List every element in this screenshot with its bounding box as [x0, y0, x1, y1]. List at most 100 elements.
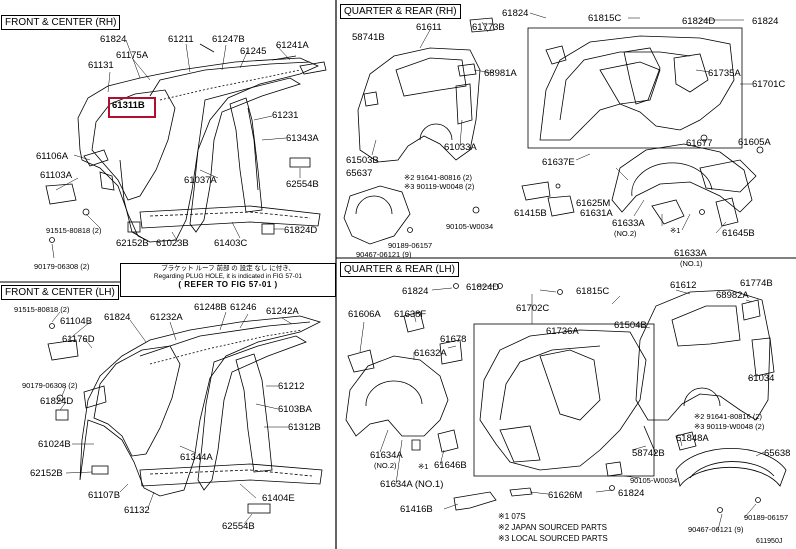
part-label[interactable]: 61503B [346, 155, 379, 166]
part-label[interactable]: 61824D [682, 16, 716, 27]
part-label[interactable]: 62152B [30, 468, 63, 479]
part-label[interactable]: 62152B [116, 238, 149, 249]
part-label[interactable]: 61605A [738, 137, 771, 148]
part-label[interactable]: 58742B [632, 448, 665, 459]
part-label[interactable]: 61131 [88, 60, 114, 71]
part-label[interactable]: 61242A [266, 306, 299, 317]
part-label[interactable]: 90467-06121 (9) [688, 525, 744, 534]
part-label[interactable]: 90179-06308 (2) [22, 381, 78, 390]
part-label[interactable]: 61404E [262, 493, 295, 504]
part-label[interactable]: 61606A [348, 309, 381, 320]
part-label[interactable]: 91515-80818 (2) [14, 305, 70, 314]
part-label[interactable]: 61415B [514, 208, 547, 219]
highlighted-part-label[interactable]: 61311B [112, 100, 145, 111]
part-label[interactable]: 61824 [618, 488, 645, 499]
note-reference[interactable]: ( REFER TO FIG 57-01 ) [178, 280, 278, 289]
part-label[interactable]: 61232A [150, 312, 183, 323]
part-label[interactable]: ※2 91641-80816 (2) [694, 412, 762, 421]
part-label[interactable]: 61735A [708, 68, 741, 79]
part-label[interactable]: 61824D [466, 282, 500, 293]
part-label[interactable]: 61034 [748, 373, 775, 384]
part-label[interactable]: 61824 [104, 312, 131, 323]
part-label[interactable]: 61646B [434, 460, 467, 471]
part-label[interactable]: ※3 90119-W0048 (2) [694, 422, 765, 431]
part-label[interactable]: 61633A [674, 248, 707, 259]
part-label[interactable]: 61504B [614, 320, 647, 331]
part-label[interactable]: 61248B [194, 302, 227, 313]
part-label[interactable]: 62554B [222, 521, 255, 532]
part-label[interactable]: 61637E [542, 157, 575, 168]
part-label[interactable]: 61638F [394, 309, 427, 320]
part-label[interactable]: (NO.2) [614, 229, 637, 238]
part-label[interactable]: 61824 [502, 8, 529, 19]
part-label[interactable]: 61815C [588, 13, 622, 24]
part-label[interactable]: 61312B [288, 422, 321, 433]
part-label[interactable]: 61231 [272, 110, 299, 121]
part-label[interactable]: 61702C [516, 303, 550, 314]
part-label[interactable]: 90189-06157 [388, 241, 433, 250]
part-label[interactable]: 61107B [88, 490, 121, 501]
part-label[interactable]: 61037A [184, 175, 217, 186]
part-label[interactable]: 90105-W0034 [630, 476, 678, 485]
part-label[interactable]: 61103A [40, 170, 73, 181]
part-label[interactable]: 61701C [752, 79, 786, 90]
part-label[interactable]: 61023B [156, 238, 189, 249]
part-label[interactable]: 61033A [444, 142, 477, 153]
part-label[interactable]: ※3 90119-W0048 (2) [404, 182, 475, 191]
part-label[interactable]: 61634A (NO.1) [380, 479, 444, 490]
part-label[interactable]: 61815C [576, 286, 610, 297]
part-label[interactable]: 61824D [284, 225, 318, 236]
part-label[interactable]: 61212 [278, 381, 305, 392]
part-label[interactable]: 61824 [752, 16, 779, 27]
part-label[interactable]: 61773B [472, 22, 505, 33]
part-label[interactable]: 61176D [62, 334, 95, 345]
part-label[interactable]: (NO.1) [680, 259, 703, 268]
part-label[interactable]: 61344A [180, 452, 213, 463]
part-label[interactable]: 61241A [276, 40, 309, 51]
part-label[interactable]: 61824 [402, 286, 429, 297]
part-label[interactable]: 90189-06157 [744, 513, 789, 522]
part-label[interactable]: 90179-06308 (2) [34, 262, 90, 271]
part-label[interactable]: 6103BA [278, 404, 312, 415]
part-label[interactable]: ※1 [418, 462, 429, 471]
part-label[interactable]: 61611 [416, 22, 442, 33]
part-label[interactable]: 61774B [740, 278, 773, 289]
part-label[interactable]: 61633A [612, 218, 645, 229]
part-label[interactable]: 61848A [676, 433, 709, 444]
part-label[interactable]: 61403C [214, 238, 248, 249]
part-label[interactable]: 91515-80818 (2) [46, 226, 102, 235]
part-label[interactable]: 61612 [670, 280, 697, 291]
part-label[interactable]: 61824 [100, 34, 127, 45]
part-label[interactable]: 61211 [168, 34, 194, 45]
part-label[interactable]: 61634A [370, 450, 403, 461]
part-label[interactable]: 68981A [484, 68, 517, 79]
part-label[interactable]: ※1 [670, 226, 681, 235]
part-label[interactable]: 90467-06121 (9) [356, 250, 412, 259]
part-label[interactable]: 90105-W0034 [446, 222, 494, 231]
part-label[interactable]: 61104B [60, 316, 93, 327]
part-label[interactable]: (NO.2) [374, 461, 397, 470]
part-label[interactable]: 61245 [240, 46, 267, 57]
part-label[interactable]: 65638 [764, 448, 791, 459]
part-label[interactable]: 61626M [548, 490, 583, 501]
part-label[interactable]: 61024B [38, 439, 71, 450]
part-label[interactable]: 61106A [36, 151, 69, 162]
part-label[interactable]: 61677 [686, 138, 713, 149]
part-label[interactable]: 68982A [716, 290, 749, 301]
part-label[interactable]: 61824D [40, 396, 74, 407]
part-label[interactable]: 61416B [400, 504, 433, 515]
part-label[interactable]: 61175A [116, 50, 149, 61]
part-label[interactable]: 61736A [546, 326, 579, 337]
part-label[interactable]: 62554B [286, 179, 319, 190]
part-label[interactable]: 58741B [352, 32, 385, 43]
part-label[interactable]: 61678 [440, 334, 467, 345]
part-label[interactable]: 61632A [414, 348, 447, 359]
part-label[interactable]: 61132 [124, 505, 150, 516]
part-label[interactable]: 61631A [580, 208, 613, 219]
part-label[interactable]: 61625M [576, 198, 611, 209]
part-label[interactable]: 61246 [230, 302, 257, 313]
part-label[interactable]: 61247B [212, 34, 245, 45]
part-label[interactable]: ※2 91641-80816 (2) [404, 173, 472, 182]
part-label[interactable]: 61343A [286, 133, 319, 144]
part-label[interactable]: 65637 [346, 168, 373, 179]
